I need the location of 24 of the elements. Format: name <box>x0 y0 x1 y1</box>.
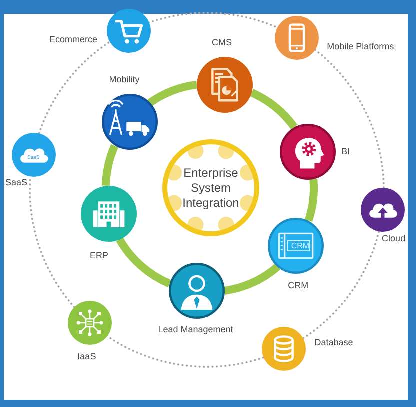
node-label: Ecommerce <box>50 34 98 46</box>
dotted-arc <box>302 231 380 340</box>
node-label: BI <box>342 146 350 158</box>
node-label: SaaS <box>6 177 28 188</box>
node-label: Mobile Platforms <box>327 41 394 52</box>
dotted-arc <box>314 49 385 190</box>
node-label: Cloud <box>382 234 406 245</box>
ring-arc <box>148 80 198 106</box>
ring-arc <box>304 179 318 222</box>
node-label: ERP <box>90 250 108 262</box>
node-label: CMS <box>212 38 232 49</box>
ring-arc <box>102 144 119 186</box>
dotted-arc <box>38 41 110 134</box>
icon-text: CRM <box>291 241 310 250</box>
node-label: IaaS <box>78 351 96 362</box>
dotted-arc <box>148 12 278 29</box>
node-label: Database <box>314 338 354 349</box>
node-label: Lead Management <box>158 324 234 336</box>
ring-arc <box>250 89 298 130</box>
ring-arc <box>224 264 280 295</box>
hub-title: Enterprise System Integration <box>182 166 240 210</box>
node-label: Mobility <box>109 74 140 86</box>
node-label: CRM <box>288 280 309 292</box>
ring-arc <box>116 237 172 288</box>
